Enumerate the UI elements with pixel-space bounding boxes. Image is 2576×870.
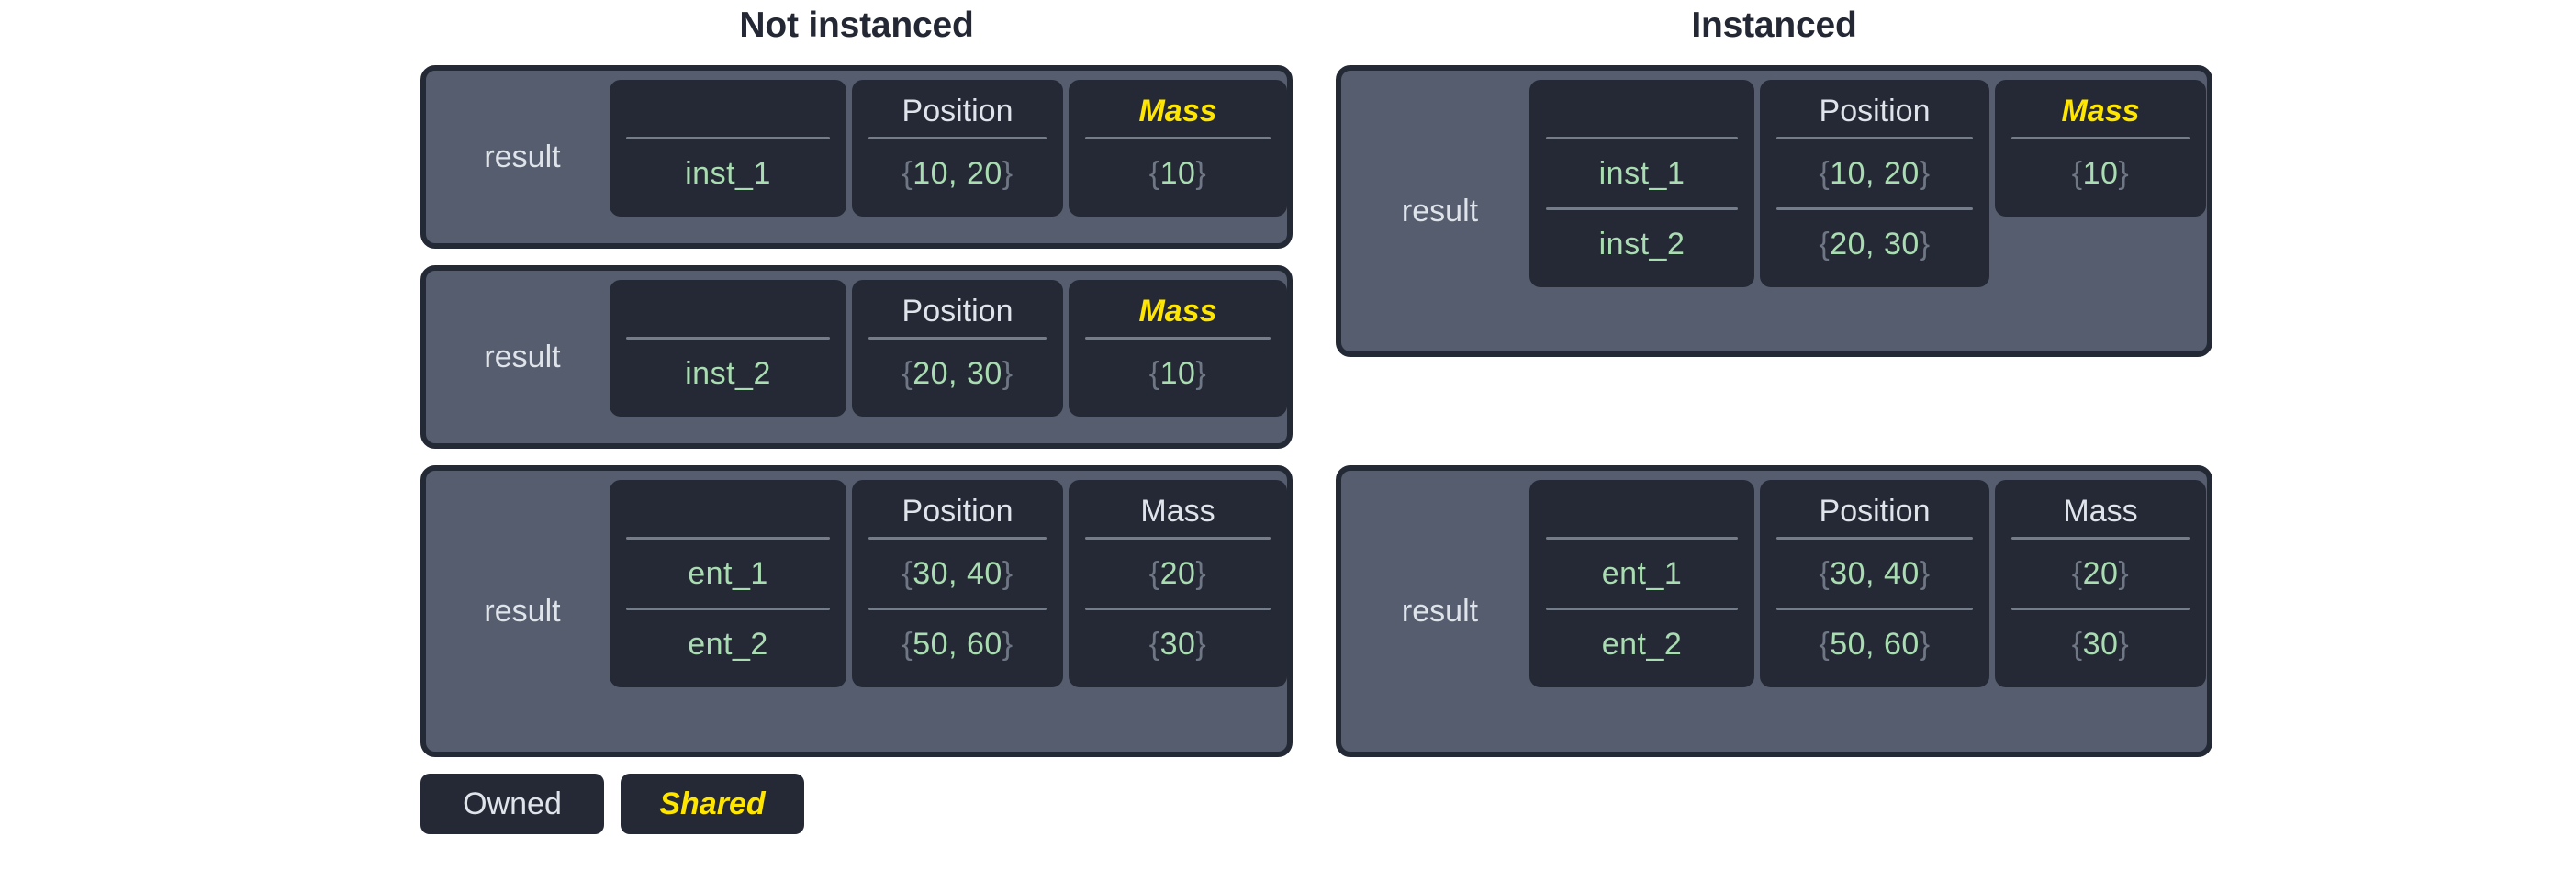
row-separator — [1776, 537, 1973, 540]
column-header: Position — [902, 493, 1014, 529]
row-separator — [868, 608, 1047, 610]
table-cell: inst_2 — [1598, 226, 1686, 262]
table-column: inst_2 — [610, 280, 846, 417]
column-header — [622, 285, 834, 337]
column-header — [1542, 85, 1742, 137]
table-cell: {10} — [2071, 155, 2130, 191]
row-separator — [626, 537, 830, 540]
column-header — [1542, 485, 1742, 537]
column-group: inst_2 Position {20, 30} Mass {10} — [610, 280, 1287, 434]
result-table: result inst_1 inst_2 Position {10, 20} {20, … — [1336, 65, 2212, 357]
result-table: result inst_2 Position {20, 30} Mass {10} — [420, 265, 1293, 449]
legend-chip-owned[interactable]: Owned — [420, 774, 604, 834]
row-separator — [1546, 137, 1738, 139]
table-cell: {50, 60} — [902, 626, 1014, 662]
heading-not-instanced: Not instanced — [739, 6, 974, 45]
column-group: ent_1 ent_2 Position {30, 40} {50, 60} Mass {2… — [1529, 480, 2206, 742]
legend: Owned Shared — [420, 774, 804, 834]
row-separator — [1085, 137, 1271, 139]
column-group: inst_1 Position {10, 20} Mass {10} — [610, 80, 1287, 234]
table-cell: {10} — [1148, 155, 1207, 191]
table-cell: inst_2 — [685, 355, 771, 391]
table-cell: ent_1 — [1601, 555, 1683, 591]
row-separator — [2011, 537, 2190, 540]
column-header: Position — [1819, 493, 1931, 529]
row-separator — [868, 137, 1047, 139]
table-column: Position {10, 20} {20, 30} — [1760, 80, 1989, 287]
column-header: Position — [1819, 93, 1931, 128]
legend-chip-shared[interactable]: Shared — [621, 774, 804, 834]
table-cell: {50, 60} — [1819, 626, 1931, 662]
heading-instanced: Instanced — [1691, 6, 1857, 45]
result-label: result — [484, 139, 561, 174]
row-separator — [2011, 608, 2190, 610]
row-separator — [1546, 537, 1738, 540]
column-header: Mass — [1138, 293, 1217, 329]
table-cell: {30} — [1148, 626, 1207, 662]
table-cell: {10, 20} — [902, 155, 1014, 191]
result-label: result — [484, 339, 561, 374]
column-header: Mass — [2061, 93, 2140, 128]
column-header: Position — [902, 93, 1014, 128]
column-group: ent_1 ent_2 Position {30, 40} {50, 60} Mass {2… — [610, 480, 1287, 742]
table-column: Mass {10} — [1995, 80, 2206, 217]
row-separator — [1546, 207, 1738, 210]
table-column: Position {20, 30} — [852, 280, 1063, 417]
row-separator — [1776, 608, 1973, 610]
table-cell: {30, 40} — [1819, 555, 1931, 591]
column-header — [622, 85, 834, 137]
table-column: ent_1 ent_2 — [610, 480, 846, 687]
table-cell: ent_2 — [688, 626, 768, 662]
column-header: Mass — [1138, 93, 1217, 128]
column-group: inst_1 inst_2 Position {10, 20} {20, 30} Mass… — [1529, 80, 2206, 342]
column-header: Mass — [2063, 493, 2138, 529]
result-label: result — [484, 593, 561, 629]
column-header: Position — [902, 293, 1014, 329]
result-table: result ent_1 ent_2 Position {30, 40} {50, 60… — [1336, 465, 2212, 757]
table-column: Mass {20} {30} — [1069, 480, 1287, 687]
row-separator — [2011, 137, 2190, 139]
row-separator — [1776, 207, 1973, 210]
row-separator — [626, 337, 830, 340]
column-header: Mass — [1140, 493, 1215, 529]
table-cell: ent_1 — [688, 555, 768, 591]
table-cell: inst_1 — [1598, 155, 1686, 191]
table-cell: {30, 40} — [902, 555, 1014, 591]
column-header — [622, 485, 834, 537]
table-cell: {20} — [1148, 555, 1207, 591]
table-column: Mass {10} — [1069, 80, 1287, 217]
table-cell: {10, 20} — [1819, 155, 1931, 191]
row-separator — [868, 337, 1047, 340]
table-column: inst_1 inst_2 — [1529, 80, 1754, 287]
result-label: result — [1401, 593, 1479, 629]
table-column: Position {10, 20} — [852, 80, 1063, 217]
result-table: result ent_1 ent_2 Position {30, 40} {50, 60… — [420, 465, 1293, 757]
result-table: result inst_1 Position {10, 20} Mass {10} — [420, 65, 1293, 249]
table-column: Mass {20} {30} — [1995, 480, 2206, 687]
row-separator — [1085, 608, 1271, 610]
row-separator — [868, 537, 1047, 540]
table-column: inst_1 — [610, 80, 846, 217]
table-column: ent_1 ent_2 — [1529, 480, 1754, 687]
table-cell: {20, 30} — [1819, 226, 1931, 262]
table-cell: {20} — [2071, 555, 2130, 591]
table-cell: {30} — [2071, 626, 2130, 662]
row-separator — [626, 137, 830, 139]
row-separator — [1776, 137, 1973, 139]
row-separator — [1085, 337, 1271, 340]
table-column: Position {30, 40} {50, 60} — [852, 480, 1063, 687]
table-cell: {10} — [1148, 355, 1207, 391]
table-column: Mass {10} — [1069, 280, 1287, 417]
table-cell: {20, 30} — [902, 355, 1014, 391]
result-label: result — [1401, 193, 1479, 229]
row-separator — [1546, 608, 1738, 610]
row-separator — [626, 608, 830, 610]
table-cell: ent_2 — [1601, 626, 1683, 662]
table-cell: inst_1 — [685, 155, 771, 191]
row-separator — [1085, 537, 1271, 540]
table-column: Position {30, 40} {50, 60} — [1760, 480, 1989, 687]
